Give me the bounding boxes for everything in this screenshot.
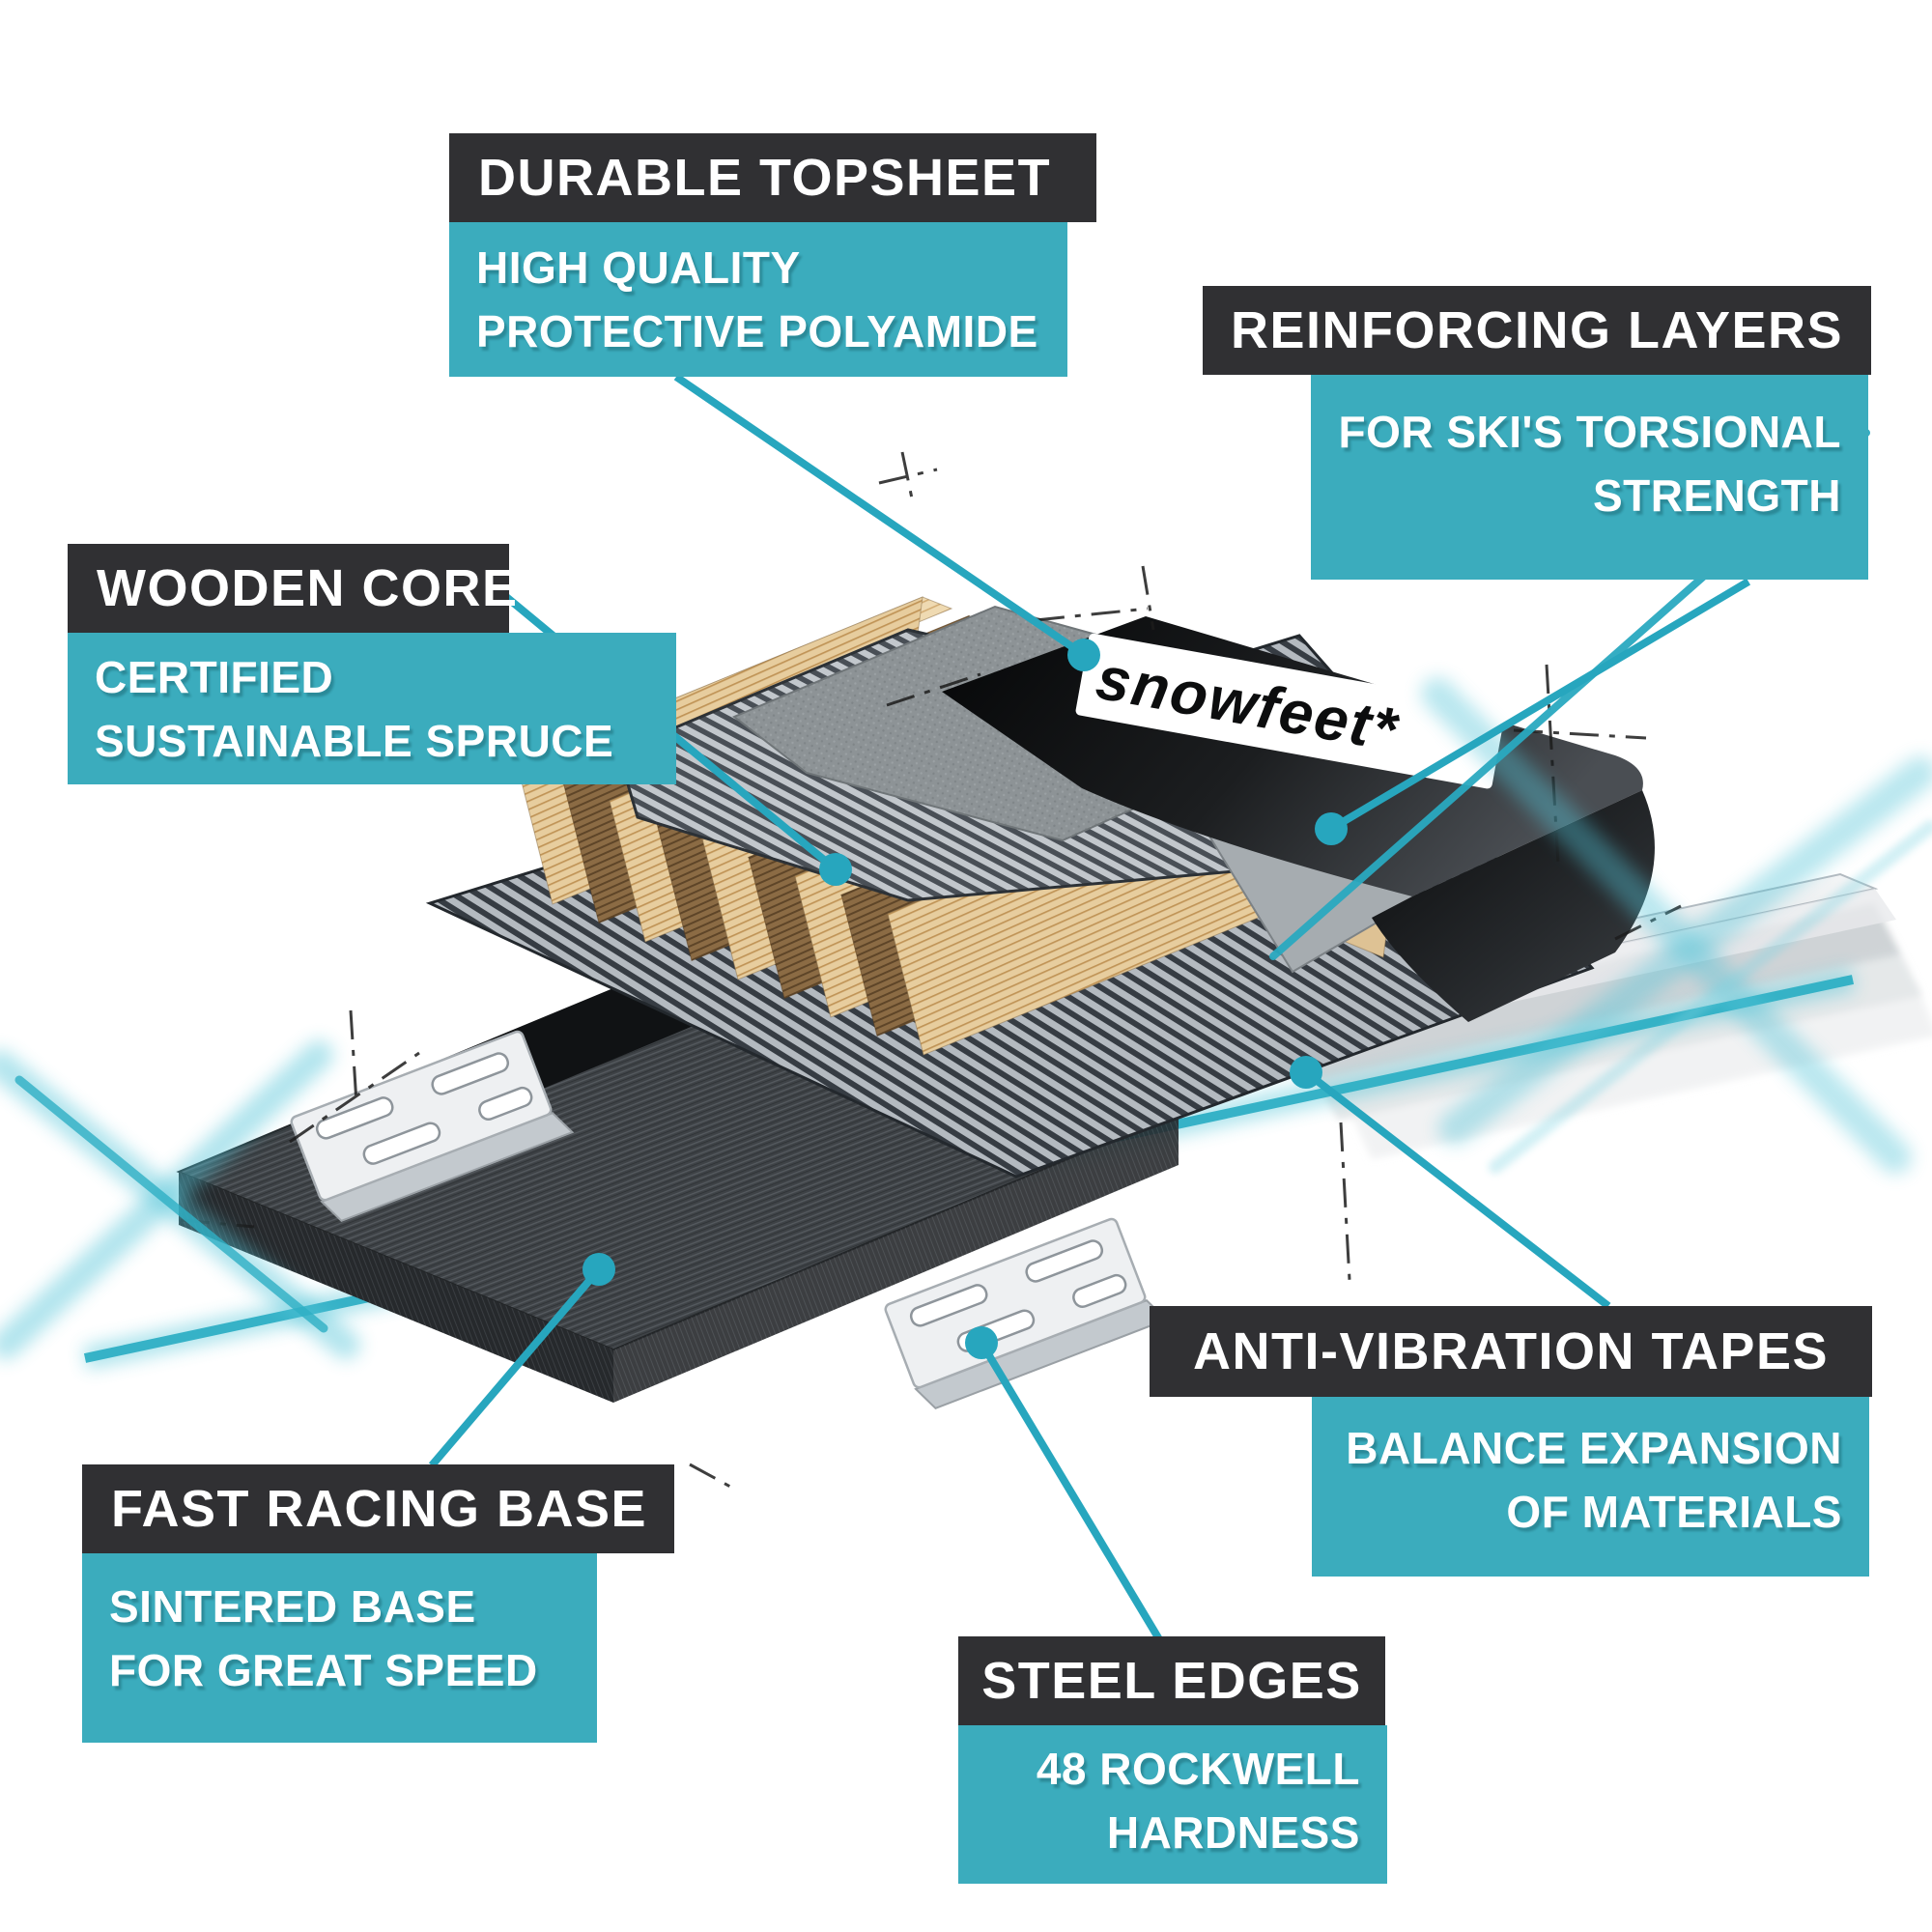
connector-fast-base bbox=[428, 1253, 615, 1468]
label-durable-topsheet: DURABLE TOPSHEET HIGH QUALITY PROTECTIVE… bbox=[449, 133, 1096, 377]
label-title-text: WOODEN CORE bbox=[97, 559, 519, 617]
glow-cross-right bbox=[1269, 429, 1932, 1174]
label-anti-vibration-tapes-line1: BALANCE EXPANSION bbox=[1346, 1423, 1842, 1473]
label-durable-topsheet-line2: PROTECTIVE POLYAMIDE bbox=[476, 306, 1038, 356]
connector-anti-vibration bbox=[1290, 1056, 1611, 1310]
glow-cross-left bbox=[0, 1040, 360, 1359]
label-wooden-core: WOODEN CORE CERTIFIED SUSTAINABLE SPRUCE bbox=[68, 544, 676, 784]
ski-stack: snowfeet* bbox=[82, 596, 1932, 1414]
connector-dot-topsheet bbox=[1067, 639, 1100, 671]
label-durable-topsheet-line1: HIGH QUALITY bbox=[476, 242, 801, 293]
connectors bbox=[428, 373, 1751, 1642]
label-wooden-core-line1: CERTIFIED bbox=[95, 652, 334, 702]
label-steel-edges-line2: HARDNESS bbox=[1106, 1807, 1360, 1858]
label-fast-racing-base-line2: FOR GREAT SPEED bbox=[109, 1645, 538, 1695]
label-reinforcing-layers-line2: STRENGTH bbox=[1593, 470, 1841, 521]
label-title-text: ANTI-VIBRATION TAPES bbox=[1193, 1322, 1829, 1380]
connector-dot-fast-base bbox=[582, 1253, 615, 1286]
connector-dot-steel-edges bbox=[965, 1326, 998, 1359]
label-title-text: STEEL EDGES bbox=[981, 1652, 1362, 1710]
label-steel-edges: STEEL EDGES 48 ROCKWELL HARDNESS bbox=[958, 1636, 1387, 1884]
connector-topsheet bbox=[673, 373, 1100, 671]
label-anti-vibration-tapes: ANTI-VIBRATION TAPES BALANCE EXPANSION O… bbox=[1150, 1306, 1872, 1577]
label-reinforcing-layers: REINFORCING LAYERS FOR SKI'S TORSIONAL S… bbox=[1203, 286, 1871, 580]
label-fast-racing-base-line1: SINTERED BASE bbox=[109, 1581, 476, 1632]
label-steel-edges-line1: 48 ROCKWELL bbox=[1036, 1744, 1360, 1794]
label-fast-racing-base: FAST RACING BASE SINTERED BASE FOR GREAT… bbox=[82, 1464, 674, 1743]
connector-steel-edges bbox=[965, 1326, 1163, 1642]
connector-reinforcing bbox=[1315, 578, 1751, 845]
label-anti-vibration-tapes-title: ANTI-VIBRATION TAPES bbox=[1150, 1306, 1872, 1397]
label-title-text: DURABLE TOPSHEET bbox=[478, 149, 1052, 207]
label-reinforcing-layers-line1: FOR SKI'S TORSIONAL bbox=[1338, 407, 1841, 457]
label-title-text: REINFORCING LAYERS bbox=[1230, 301, 1844, 359]
connector-dot-anti-vibration bbox=[1290, 1056, 1322, 1089]
label-anti-vibration-tapes-line2: OF MATERIALS bbox=[1506, 1487, 1842, 1537]
label-title-text: FAST RACING BASE bbox=[111, 1480, 648, 1538]
connector-dot-reinforcing bbox=[1315, 812, 1348, 845]
label-steel-edges-title: STEEL EDGES bbox=[958, 1636, 1385, 1725]
label-durable-topsheet-title: DURABLE TOPSHEET bbox=[449, 133, 1096, 222]
label-reinforcing-layers-title: REINFORCING LAYERS bbox=[1203, 286, 1871, 375]
connector-dot-wooden-core bbox=[819, 853, 852, 886]
label-fast-racing-base-title: FAST RACING BASE bbox=[82, 1464, 674, 1553]
label-wooden-core-title: WOODEN CORE bbox=[68, 544, 517, 633]
label-wooden-core-line2: SUSTAINABLE SPRUCE bbox=[95, 716, 614, 766]
